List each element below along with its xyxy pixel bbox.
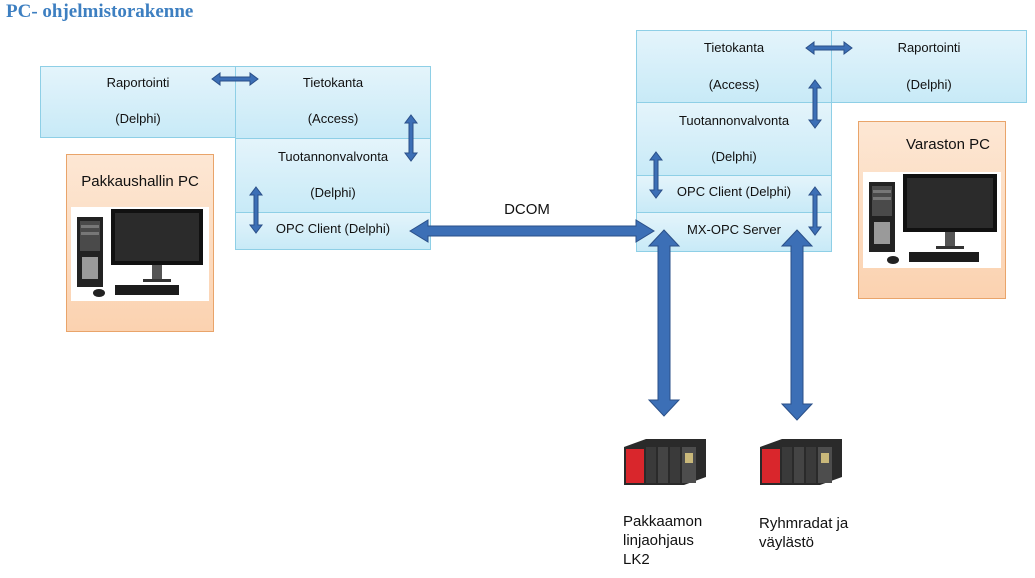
dcom-label: DCOM — [504, 201, 550, 218]
arrow-right-tietokanta-tuotannon — [808, 79, 822, 129]
plc-right-label: Ryhmradat ja väylästö — [759, 514, 848, 552]
plc-left-line2: linjaohjaus — [623, 532, 694, 549]
plc-device-icon — [760, 437, 842, 487]
right-opc-client-label: OPC Client (Delphi) — [676, 184, 792, 199]
varaston-pc-box: Varaston PC — [858, 121, 1006, 299]
left-opc-client-box: OPC Client (Delphi) — [235, 212, 431, 250]
arrow-right-tietokanta-raportointi — [805, 41, 853, 55]
plc-right-line2: väylästö — [759, 534, 815, 551]
right-tietokanta-box: Tietokanta (Access) — [636, 30, 832, 103]
diagram-title: PC- ohjelmistorakenne — [6, 1, 194, 22]
left-tietokanta-label: Tietokanta — [302, 75, 364, 90]
arrow-right-opc-mx — [808, 186, 822, 236]
left-tuotannonvalvonta-label: Tuotannonvalvonta — [277, 149, 389, 164]
pakkaushallin-pc-box: Pakkaushallin PC — [66, 154, 214, 332]
right-tuotannonvalvonta-sub: (Delphi) — [711, 149, 757, 164]
right-tietokanta-label: Tietokanta — [703, 40, 765, 55]
plc-left-label: Pakkaamon linjaohjaus LK2 — [623, 512, 702, 569]
plc-left-line3: LK2 — [623, 551, 650, 568]
right-tuotannonvalvonta-label: Tuotannonvalvonta — [678, 113, 790, 128]
left-opc-client-label: OPC Client (Delphi) — [275, 221, 391, 236]
plc-left-line1: Pakkaamon — [623, 513, 703, 530]
right-tuotannonvalvonta-box: Tuotannonvalvonta (Delphi) — [636, 102, 832, 176]
computer-icon — [863, 172, 1001, 268]
right-raportointi-label: Raportointi — [897, 40, 961, 55]
arrow-left-tuotannon-opc — [249, 186, 263, 234]
right-tietokanta-sub: (Access) — [708, 77, 760, 92]
arrow-dcom — [409, 219, 655, 243]
left-tietokanta-sub: (Access) — [307, 111, 359, 126]
right-raportointi-box: Raportointi (Delphi) — [831, 30, 1027, 103]
arrow-left-raportointi-tietokanta — [211, 72, 259, 86]
pakkaushallin-pc-title: Pakkaushallin PC — [81, 173, 199, 190]
left-tuotannonvalvonta-sub: (Delphi) — [310, 185, 356, 200]
plc-right-line1: Ryhmradat ja — [759, 515, 849, 532]
plc-device-icon — [624, 437, 706, 487]
varaston-pc-title: Varaston PC — [906, 136, 990, 153]
arrow-left-tietokanta-tuotannon — [404, 114, 418, 162]
right-raportointi-sub: (Delphi) — [906, 77, 952, 92]
right-mx-opc-server-label: MX-OPC Server — [687, 222, 781, 237]
left-raportointi-sub: (Delphi) — [115, 111, 161, 126]
left-tuotannonvalvonta-box: Tuotannonvalvonta (Delphi) — [235, 138, 431, 213]
arrow-mx-plc-right — [780, 229, 814, 421]
left-raportointi-label: Raportointi — [106, 75, 170, 90]
right-opc-client-box: OPC Client (Delphi) — [636, 175, 832, 213]
arrow-mx-plc-left — [647, 229, 681, 417]
left-tietokanta-box: Tietokanta (Access) — [235, 66, 431, 139]
computer-icon — [71, 207, 209, 301]
arrow-right-tuotannon-opc — [649, 151, 663, 199]
